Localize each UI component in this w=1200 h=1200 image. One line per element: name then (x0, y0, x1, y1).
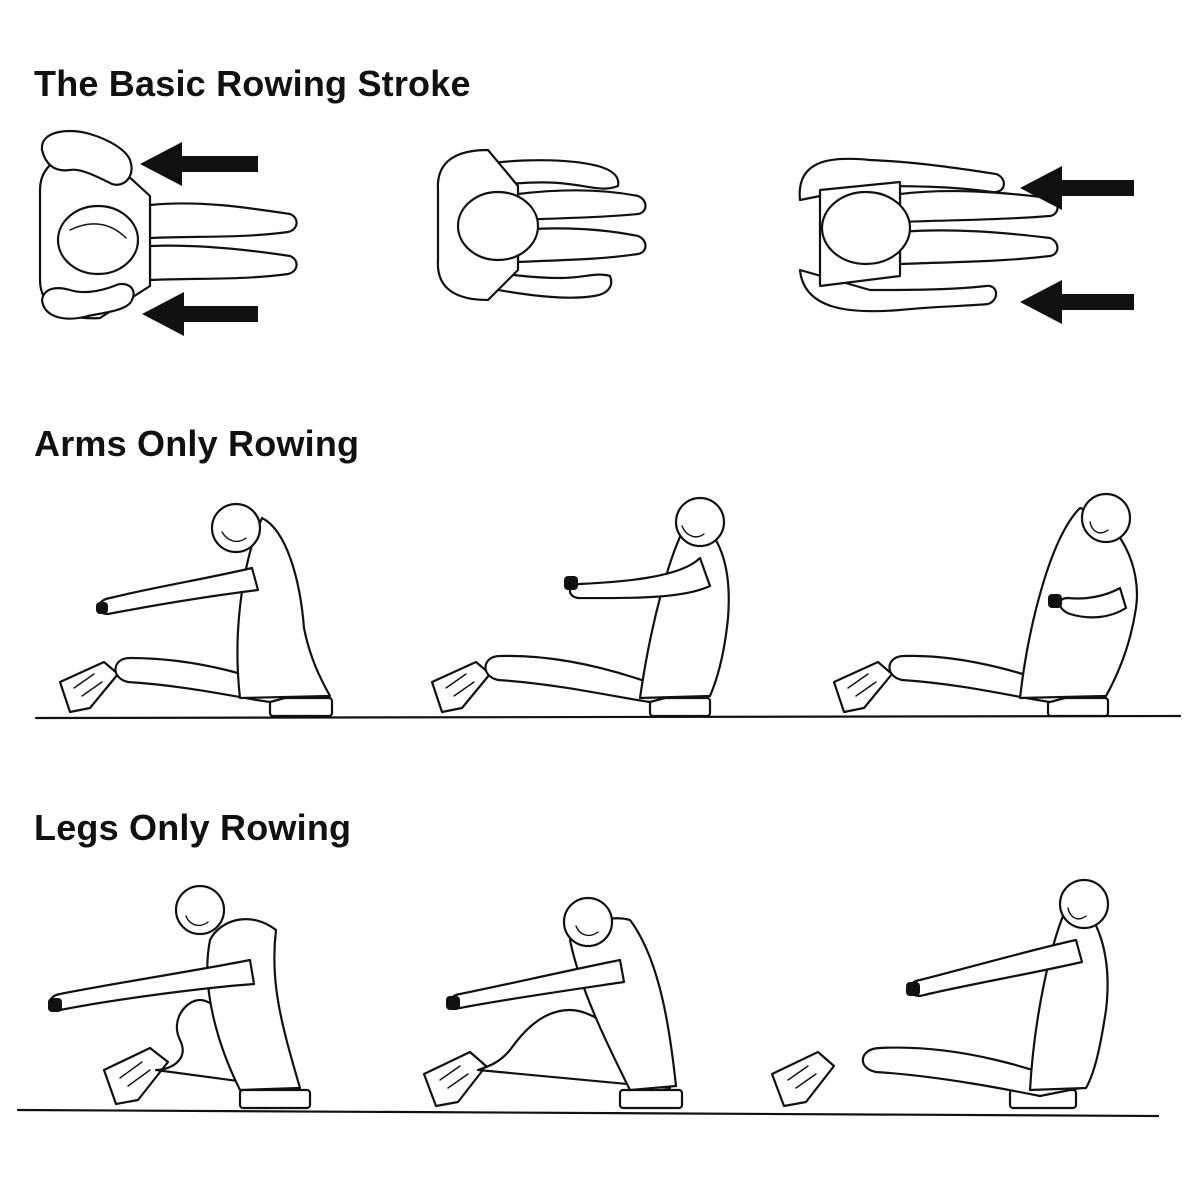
section-title-legs-only: Legs Only Rowing (34, 807, 352, 848)
arms-only-figure-1 (58, 502, 334, 718)
section-title-basic-stroke: The Basic Rowing Stroke (34, 63, 471, 104)
basic-stroke-figure-1 (38, 129, 298, 320)
section-title-arms-only: Arms Only Rowing (34, 423, 360, 464)
legs-only-floor-line (16, 1108, 1160, 1118)
arms-only-figure-3 (832, 492, 1139, 718)
basic-stroke-arrow-1 (140, 142, 258, 186)
basic-stroke-arrow-3 (1020, 166, 1134, 210)
basic-stroke-arrow-2 (142, 292, 258, 336)
legs-only-figure-1 (48, 884, 312, 1110)
legs-only-figure-2 (422, 896, 684, 1110)
basic-stroke-figure-2 (436, 148, 647, 302)
basic-stroke-figure-3 (798, 157, 1059, 313)
arms-only-floor-line (34, 714, 1182, 720)
legs-only-figure-3 (770, 878, 1110, 1110)
basic-stroke-arrow-4 (1020, 280, 1134, 324)
arms-only-figure-2 (430, 496, 730, 718)
